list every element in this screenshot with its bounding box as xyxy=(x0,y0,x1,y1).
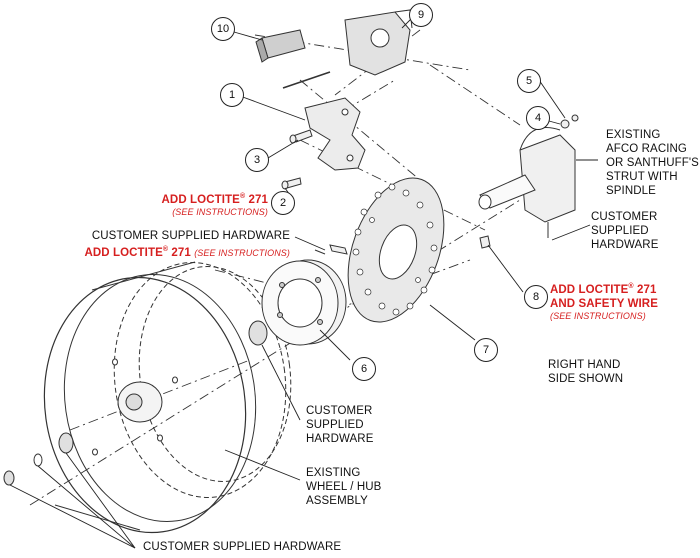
callout-9: 9 xyxy=(409,3,433,27)
callout-2: 2 xyxy=(271,191,295,215)
assembly-centerlines xyxy=(29,29,521,506)
brake-caliper xyxy=(344,9,413,76)
wheel-bearing-hardware xyxy=(3,320,268,486)
loctite-safety-wire-note: ADD LOCTITE® 271 AND SAFETY WIRE (SEE IN… xyxy=(550,283,658,321)
pad-pin xyxy=(282,71,331,89)
right-hand-side-note: RIGHT HAND SIDE SHOWN xyxy=(548,359,624,385)
existing-strut-label: EXISTING AFCO RACING OR SANTHUFF'S STRUT… xyxy=(606,129,699,197)
callout-8: 8 xyxy=(524,285,548,309)
wheel-hub-assembly xyxy=(43,261,292,534)
fasteners xyxy=(281,114,579,255)
brake-rotor xyxy=(347,177,445,323)
customer-hardware-loctite-note: CUSTOMER SUPPLIED HARDWARE ADD LOCTITE® … xyxy=(84,230,290,259)
existing-wheel-hub-label: EXISTING WHEEL / HUB ASSEMBLY xyxy=(306,467,382,507)
callout-7: 7 xyxy=(474,338,498,362)
callout-6: 6 xyxy=(352,357,376,381)
callout-4: 4 xyxy=(526,106,550,130)
callout-5: 5 xyxy=(517,69,541,93)
hub-adaptor xyxy=(261,259,347,346)
brake-pads xyxy=(255,29,306,63)
spindle-strut xyxy=(478,127,576,238)
loctite-note-bolt-2: ADD LOCTITE® 271 (SEE INSTRUCTIONS) xyxy=(161,193,268,217)
callout-3: 3 xyxy=(245,148,269,172)
callout-10: 10 xyxy=(211,17,235,41)
callout-1: 1 xyxy=(220,83,244,107)
caliper-bracket xyxy=(304,97,366,171)
customer-supplied-hardware-bottom: CUSTOMER SUPPLIED HARDWARE xyxy=(143,541,342,553)
customer-supplied-hardware-mid: CUSTOMER SUPPLIED HARDWARE xyxy=(306,405,374,445)
customer-supplied-hardware-right: CUSTOMER SUPPLIED HARDWARE xyxy=(591,211,659,251)
